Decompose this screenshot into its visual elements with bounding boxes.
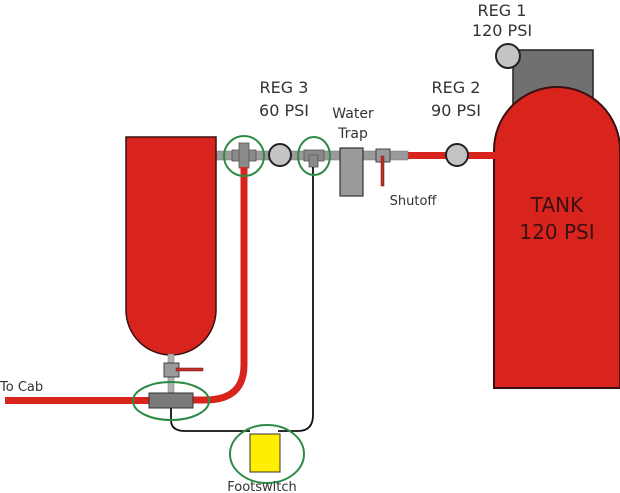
- highlight-circle-cross: [223, 135, 265, 177]
- air-line-red-to-valve: [190, 167, 248, 404]
- shutoff-label: Shutoff: [390, 194, 438, 209]
- tee-fitting-v: [308, 154, 319, 168]
- water-trap-label-1: Water: [332, 106, 374, 122]
- reg1-psi-label: 120 PSI: [472, 21, 532, 40]
- footswitch-label: Footswitch: [227, 480, 297, 493]
- drain-valve-handle: [175, 367, 204, 372]
- cross-fitting-v: [238, 142, 250, 169]
- tank-psi-label: 120 PSI: [519, 220, 594, 244]
- accumulator-tank: [125, 136, 217, 356]
- water-trap: [339, 147, 364, 197]
- reg3-name-label: REG 3: [260, 78, 309, 97]
- reg1-name-label: REG 1: [478, 1, 527, 20]
- bottom-valve-block: [148, 392, 194, 409]
- reg2-psi-label: 90 PSI: [431, 101, 481, 120]
- reg1-gauge: [495, 43, 521, 69]
- footswitch: [249, 433, 281, 473]
- highlight-circle-footswitch: [229, 424, 305, 484]
- to-cab-label: To Cab: [0, 380, 43, 395]
- reg2-name-label: REG 2: [432, 78, 481, 97]
- reg3-gauge: [268, 143, 292, 167]
- shutoff-valve-handle: [380, 155, 385, 187]
- highlight-circle-tee: [297, 136, 331, 176]
- main-tank: [493, 86, 620, 389]
- air-line-red-to-cab: [5, 397, 150, 404]
- reg3-psi-label: 60 PSI: [259, 101, 309, 120]
- water-trap-label-2: Trap: [337, 126, 368, 142]
- highlight-circle-valve: [132, 381, 210, 421]
- tank-name-label: TANK: [530, 193, 584, 217]
- reg2-gauge: [445, 143, 469, 167]
